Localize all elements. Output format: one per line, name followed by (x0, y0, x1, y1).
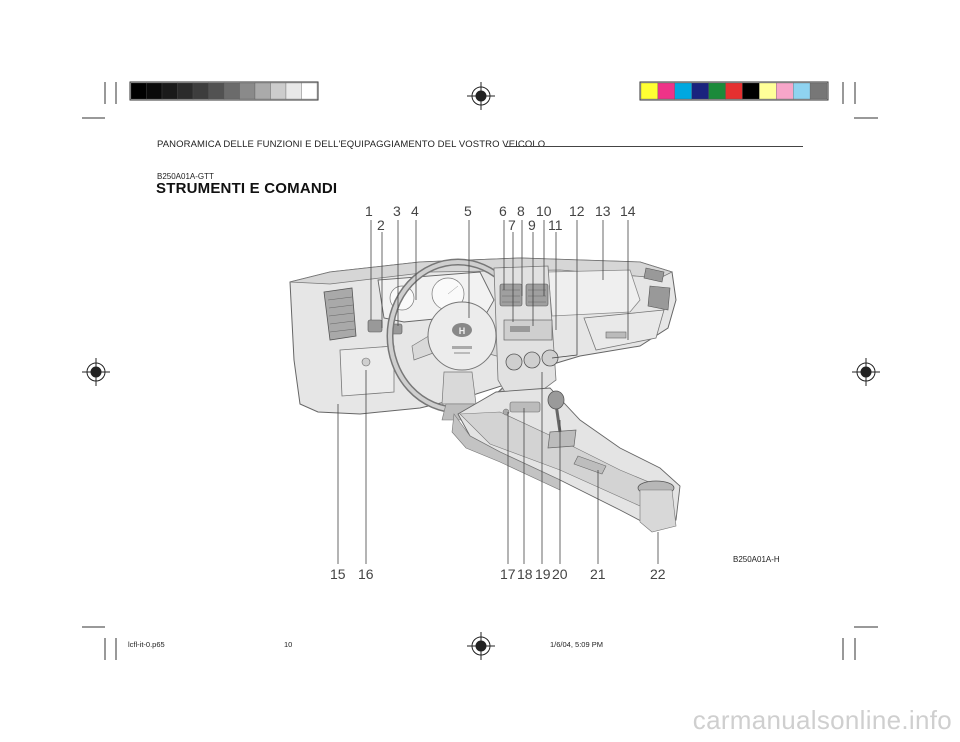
callout-leader-lines (337, 220, 659, 564)
color-swatch (674, 82, 692, 100)
callout-9: 9 (528, 217, 536, 233)
callout-10: 10 (536, 203, 552, 219)
dashboard-illustration: H (289, 257, 681, 533)
section-code: B250A01A-GTT (157, 172, 214, 181)
hub-logo: H (459, 326, 466, 336)
grayscale-registration-bar (129, 81, 319, 101)
color-swatch (725, 82, 743, 100)
color-swatch (691, 82, 709, 100)
registration-target-top (467, 82, 495, 110)
color-swatch (759, 82, 777, 100)
crop-marks-top-left (82, 82, 117, 119)
registration-target-left (82, 358, 110, 386)
callout-3: 3 (393, 203, 401, 219)
callout-8: 8 (517, 203, 525, 219)
gray-swatch (192, 82, 209, 100)
callout-19: 19 (535, 566, 551, 582)
color-swatch (776, 82, 794, 100)
color-swatch (708, 82, 726, 100)
figure-code: B250A01A-H (733, 555, 780, 564)
gray-swatch (223, 82, 240, 100)
watermark: carmanualsonline.info (692, 705, 952, 735)
color-swatch (793, 82, 811, 100)
color-swatch (640, 82, 659, 100)
crop-marks-bottom-right (842, 626, 878, 660)
gray-swatch (208, 82, 225, 100)
running-header: PANORAMICA DELLE FUNZIONI E DELL'EQUIPAG… (157, 139, 546, 150)
callout-2: 2 (377, 217, 385, 233)
gray-swatch (161, 82, 178, 100)
callout-5: 5 (464, 203, 472, 219)
gray-swatch (146, 82, 163, 100)
callout-14: 14 (620, 203, 636, 219)
color-swatch (742, 82, 760, 100)
color-swatch (809, 82, 828, 100)
gray-swatch (285, 82, 302, 100)
footer-file-name: lcfl-it-0.p65 (128, 640, 165, 649)
gray-swatch (177, 82, 194, 100)
callout-15: 15 (330, 566, 346, 582)
section-title: STRUMENTI E COMANDI (156, 180, 338, 197)
color-registration-bar (639, 81, 829, 101)
callout-17: 17 (500, 566, 516, 582)
gray-swatch (270, 82, 287, 100)
gray-swatch (130, 82, 147, 100)
color-swatch (657, 82, 675, 100)
footer-timestamp: 1/6/04, 5:09 PM (550, 640, 603, 649)
gray-swatch (301, 82, 318, 100)
callout-22: 22 (650, 566, 666, 582)
callout-6: 6 (499, 203, 507, 219)
callout-16: 16 (358, 566, 374, 582)
callout-18: 18 (517, 566, 533, 582)
registration-target-right (852, 358, 880, 386)
callout-21: 21 (590, 566, 606, 582)
registration-target-bottom (467, 632, 495, 660)
callout-20: 20 (552, 566, 568, 582)
gray-swatch (239, 82, 256, 100)
crop-marks-top-right (842, 82, 878, 119)
callout-13: 13 (595, 203, 611, 219)
gray-swatch (254, 82, 271, 100)
callout-12: 12 (569, 203, 585, 219)
header-rule (506, 146, 803, 147)
callout-4: 4 (411, 203, 419, 219)
callout-1: 1 (365, 203, 373, 219)
crop-marks-bottom-left (82, 626, 117, 660)
footer-page-number: 10 (284, 640, 293, 649)
callout-numbers: 1 2 3 4 5 6 7 8 9 10 11 12 13 14 15 16 1… (330, 203, 666, 582)
callout-7: 7 (508, 217, 516, 233)
callout-11: 11 (548, 217, 563, 233)
